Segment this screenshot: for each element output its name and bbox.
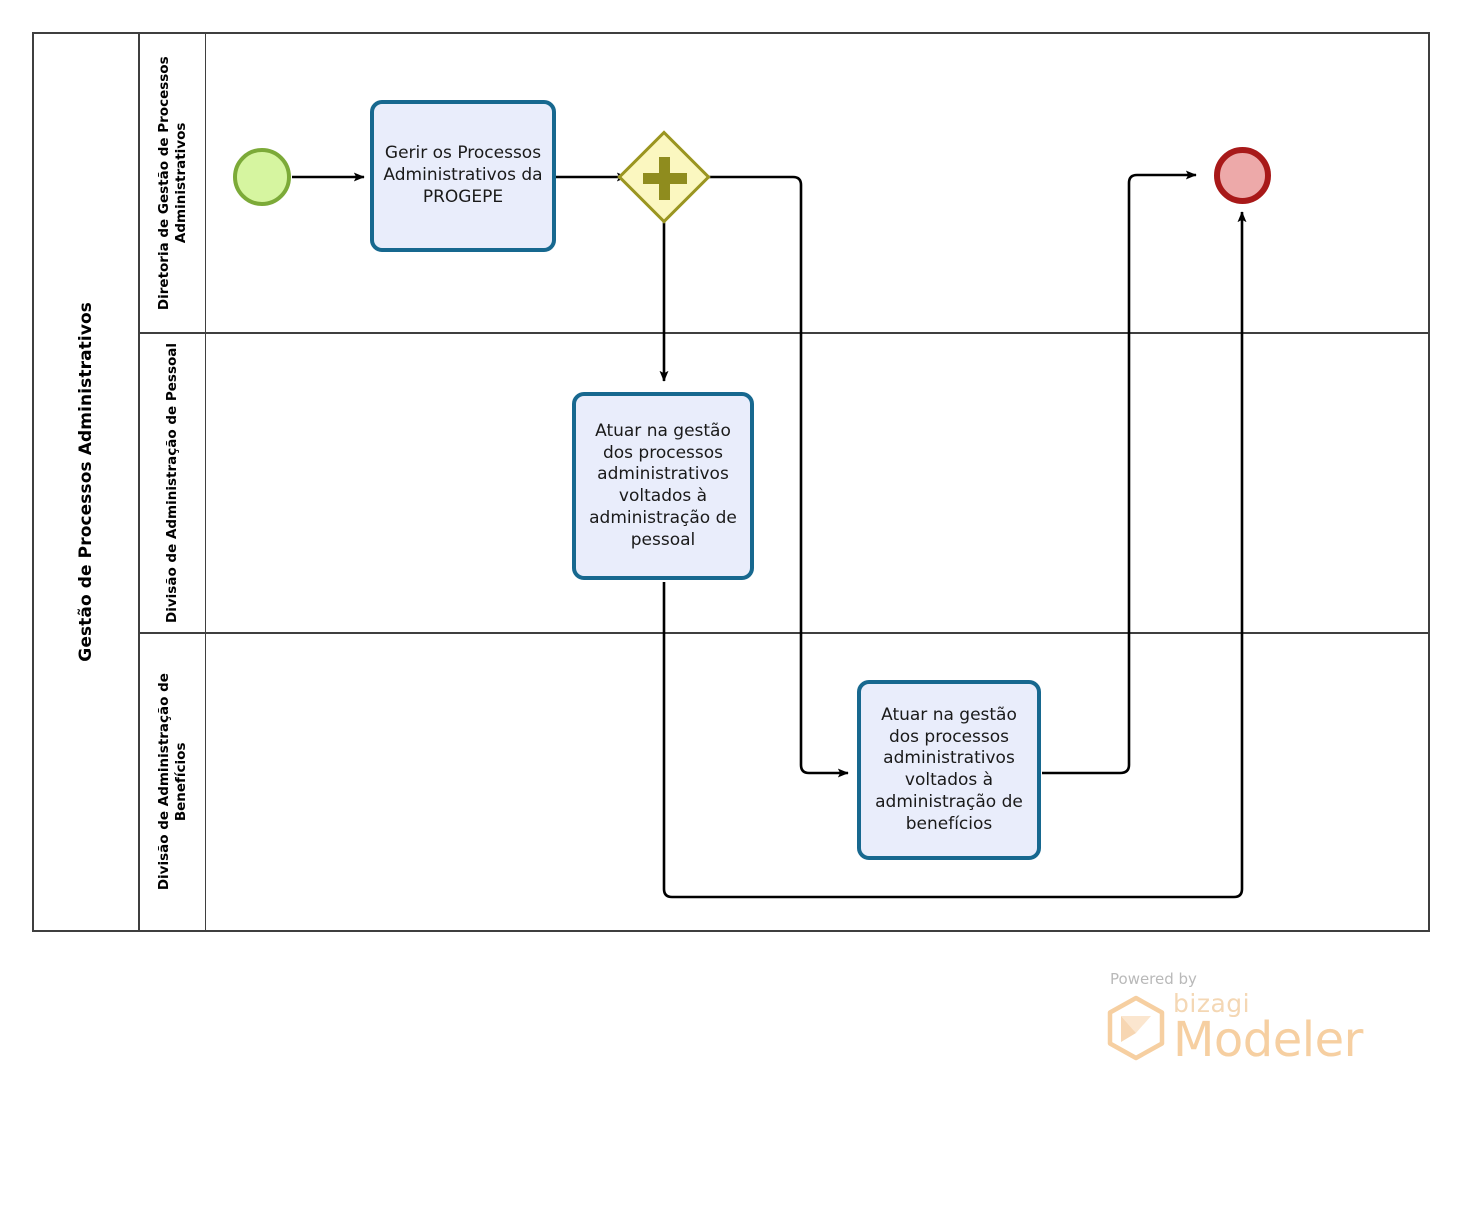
task-label-pessoal: Atuar na gestão dos processos administra… — [589, 420, 737, 550]
lane-header-pessoal: Divisão de Administração de Pessoal — [140, 334, 206, 632]
lane-label-beneficios: Divisão de Administração de Benefícios — [155, 673, 189, 891]
task-atuar-gestao-administracao-pessoal[interactable]: Atuar na gestão dos processos administra… — [572, 392, 754, 580]
task-label-gerir: Gerir os Processos Administrativos da PR… — [383, 143, 543, 207]
pool-header: Gestão de Processos Administrativos — [34, 34, 140, 930]
lane-label-pessoal: Divisão de Administração de Pessoal — [164, 343, 181, 623]
bizagi-hexagon-logo-icon — [1107, 995, 1165, 1061]
parallel-gateway[interactable] — [617, 130, 711, 224]
pool-title: Gestão de Processos Administrativos — [76, 302, 96, 662]
lane-header-diretoria: Diretoria de Gestão de Processos Adminis… — [140, 34, 206, 332]
start-event[interactable] — [233, 148, 291, 206]
end-event[interactable] — [1214, 147, 1271, 204]
bizagi-branding: Powered by bizagi Modeler — [1105, 970, 1375, 1064]
lane-divisao-de-administracao-de-beneficios[interactable]: Divisão de Administração de Benefícios — [140, 632, 1428, 930]
task-atuar-gestao-administracao-beneficios[interactable]: Atuar na gestão dos processos administra… — [857, 680, 1041, 860]
lane-label-diretoria: Diretoria de Gestão de Processos Adminis… — [155, 56, 189, 310]
lane-header-beneficios: Divisão de Administração de Benefícios — [140, 634, 206, 930]
task-gerir-processos-administrativos[interactable]: Gerir os Processos Administrativos da PR… — [370, 100, 556, 252]
lane-diretoria-de-gestao-de-processos-administrativos[interactable]: Diretoria de Gestão de Processos Adminis… — [140, 34, 1428, 332]
task-label-beneficios: Atuar na gestão dos processos administra… — [875, 704, 1023, 834]
bizagi-wordmark: bizagi — [1173, 989, 1251, 1018]
plus-icon — [659, 157, 670, 200]
modeler-wordmark: Modeler — [1173, 1011, 1363, 1068]
powered-by-label: Powered by — [1110, 970, 1197, 988]
lane-divisao-de-administracao-de-pessoal[interactable]: Divisão de Administração de Pessoal — [140, 332, 1428, 632]
